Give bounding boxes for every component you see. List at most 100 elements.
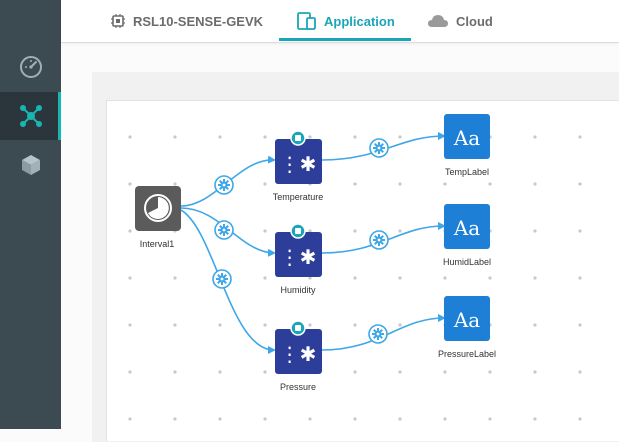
grid-dot — [443, 276, 447, 280]
grid-dot — [578, 417, 582, 421]
grid-dot — [263, 276, 267, 280]
grid-dot — [308, 135, 312, 139]
grid-dot — [398, 182, 402, 186]
svg-text:⋮✱: ⋮✱ — [280, 245, 317, 269]
grid-dot — [218, 135, 222, 139]
svg-text:⋮✱: ⋮✱ — [280, 342, 317, 366]
grid-dot — [263, 182, 267, 186]
grid-dot — [398, 370, 402, 374]
sidebar-item-modules[interactable] — [0, 141, 61, 189]
wire-pressure-pressurelabel — [321, 314, 446, 351]
grid-dot — [173, 276, 177, 280]
grid-dot — [578, 135, 582, 139]
grid-dot — [353, 417, 357, 421]
grid-dot — [398, 323, 402, 327]
grid-dot — [578, 229, 582, 233]
grid-dot — [533, 370, 537, 374]
grid-dot — [488, 182, 492, 186]
top-tab-bar: RSL10-SENSE-GEVK Application Cloud — [61, 0, 619, 43]
tab-label: Cloud — [456, 13, 493, 29]
grid-dot — [533, 229, 537, 233]
grid-dot — [533, 276, 537, 280]
grid-dot — [308, 323, 312, 327]
sidebar-item-dashboard[interactable] — [0, 43, 61, 91]
connector-gears — [212, 138, 389, 344]
grid-dot — [128, 417, 132, 421]
devices-icon — [297, 12, 316, 30]
grid-dots — [128, 135, 582, 421]
grid-dot — [128, 182, 132, 186]
templabel-label: TempLabel — [444, 167, 490, 177]
tab-device[interactable]: RSL10-SENSE-GEVK — [110, 0, 263, 42]
grid-dot — [263, 323, 267, 327]
pressurelabel-label: PressureLabel — [437, 349, 497, 359]
grid-dot — [263, 417, 267, 421]
grid-dot — [308, 417, 312, 421]
grid-dot — [398, 229, 402, 233]
gear-icon[interactable] — [214, 220, 234, 240]
grid-dot — [218, 323, 222, 327]
grid-dot — [398, 276, 402, 280]
tab-cloud[interactable]: Cloud — [427, 0, 493, 42]
network-icon — [19, 105, 42, 127]
grid-dot — [488, 370, 492, 374]
tab-label: RSL10-SENSE-GEVK — [133, 13, 264, 29]
label-glyph: Aa — [453, 216, 480, 240]
gear-icon[interactable] — [369, 230, 389, 250]
grid-dot — [578, 276, 582, 280]
grid-dot — [308, 276, 312, 280]
grid-dot — [443, 417, 447, 421]
grid-dot — [488, 276, 492, 280]
grid-dot — [263, 135, 267, 139]
grid-dot — [308, 229, 312, 233]
grid-dot — [173, 417, 177, 421]
grid-dot — [173, 135, 177, 139]
grid-dot — [533, 135, 537, 139]
grid-dot — [398, 417, 402, 421]
grid-dot — [353, 135, 357, 139]
grid-dot — [353, 370, 357, 374]
grid-dot — [533, 182, 537, 186]
pressure-label: Pressure — [279, 382, 316, 392]
grid-dot — [533, 323, 537, 327]
sidebar — [0, 0, 61, 429]
svg-text:⋮✱: ⋮✱ — [280, 152, 317, 176]
grid-dot — [488, 417, 492, 421]
humidlabel-node[interactable]: Aa — [444, 204, 490, 249]
interval-node[interactable] — [135, 186, 181, 231]
label-glyph: Aa — [453, 308, 480, 332]
gear-icon[interactable] — [369, 138, 389, 158]
tab-label: Application — [324, 13, 395, 29]
sidebar-item-flow[interactable] — [0, 92, 61, 140]
temperature-node[interactable]: ⋮✱ — [275, 130, 322, 184]
gear-icon[interactable] — [214, 175, 234, 195]
grid-dot — [263, 370, 267, 374]
grid-dot — [128, 370, 132, 374]
flow-canvas[interactable] — [106, 100, 619, 441]
tab-application[interactable]: Application — [297, 0, 395, 42]
humidity-node[interactable]: ⋮✱ — [275, 223, 322, 277]
speedometer-icon — [19, 56, 42, 78]
humidlabel-label: HumidLabel — [442, 257, 492, 267]
pressure-node[interactable]: ⋮✱ — [275, 320, 322, 374]
grid-dot — [578, 323, 582, 327]
grid-dot — [173, 182, 177, 186]
grid-dot — [443, 370, 447, 374]
cube-icon — [21, 155, 40, 175]
grid-dot — [353, 182, 357, 186]
chip-icon — [111, 14, 125, 28]
grid-dot — [578, 370, 582, 374]
temperature-label: Temperature — [272, 192, 324, 202]
grid-dot — [218, 417, 222, 421]
gear-icon[interactable] — [212, 269, 232, 289]
label-glyph: Aa — [453, 126, 480, 150]
grid-dot — [218, 370, 222, 374]
grid-dot — [128, 135, 132, 139]
cloud-icon — [428, 15, 448, 27]
templabel-node[interactable]: Aa — [444, 114, 490, 159]
grid-dot — [128, 323, 132, 327]
grid-dot — [173, 323, 177, 327]
grid-dot — [173, 370, 177, 374]
gear-icon[interactable] — [368, 324, 388, 344]
pressurelabel-node[interactable]: Aa — [444, 296, 490, 341]
